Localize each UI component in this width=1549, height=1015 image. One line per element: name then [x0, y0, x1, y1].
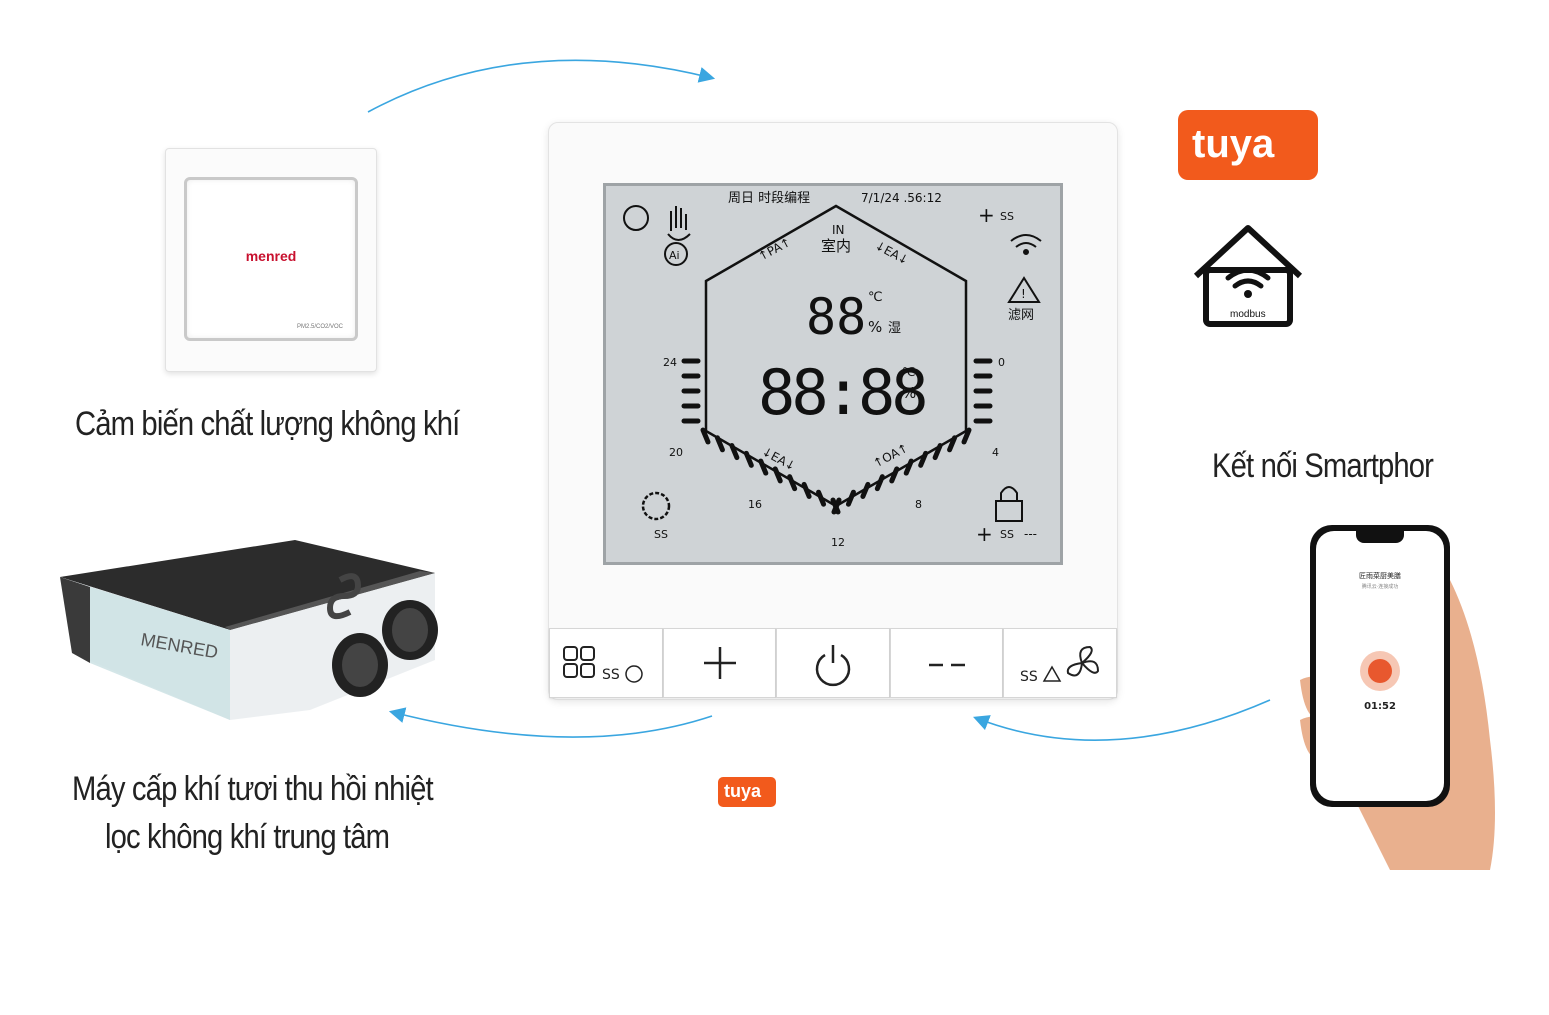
fan-key[interactable]: SS: [1003, 628, 1117, 698]
lcd-plus-bottom: +: [976, 522, 993, 546]
clock-segment: [816, 489, 827, 507]
clock-tick-4: 4: [992, 446, 999, 459]
phone-app-subtitle: 腾讯云·连接成功: [1361, 584, 1399, 590]
clock-segment: [787, 474, 798, 492]
modbus-label: modbus: [1230, 309, 1266, 320]
plus-icon: [703, 647, 736, 679]
phone-screen: 匠雨菜厨美膳 腾讯云·连接成功 01:52: [1316, 531, 1444, 801]
air-quality-sensor: menred PM2.5/CO2/VOC: [165, 148, 377, 372]
lcd-celsius-top: ℃: [868, 290, 883, 305]
clock-segments: [681, 358, 993, 515]
lcd-percent-main: %: [902, 384, 916, 402]
lcd-pa-label: ↑PA↑: [756, 235, 793, 264]
hand-icon: [667, 206, 691, 241]
lcd-main-digits: 88:88: [758, 356, 925, 429]
tuya-small-text: tuya: [724, 781, 762, 801]
clock-segment: [714, 435, 725, 453]
phone-start-button[interactable]: [1360, 651, 1400, 691]
recycle-icon: [623, 205, 649, 231]
minus-key[interactable]: [889, 628, 1004, 698]
clock-segment: [947, 435, 958, 453]
clock-tick-20: 20: [669, 446, 683, 459]
lcd-display: 周日 时段编程 7/1/24 .56:12 IN 室内 ↑PA↑ ↓EA↓ ↓E…: [603, 183, 1063, 565]
clock-segment: [889, 466, 900, 484]
erv-caption-line1: Máy cấp khí tươi thu hồi nhiệt: [72, 770, 434, 808]
lcd-indoor-label: 室内: [821, 237, 851, 255]
clock-segment: [801, 481, 812, 499]
lcd-humidity-char: 湿: [888, 321, 901, 336]
power-icon: [815, 645, 851, 687]
keypad: SS SS: [549, 628, 1117, 698]
phone-app-title: 匠雨菜厨美膳: [1359, 572, 1401, 580]
clock-tick-12: 12: [831, 536, 845, 549]
clock-segment: [932, 443, 943, 461]
lcd-percent-top: %: [868, 318, 882, 336]
plus-key[interactable]: [662, 628, 777, 698]
lcd-filter-label: 滤网: [1008, 308, 1034, 323]
lcd-in-label: IN: [832, 223, 845, 237]
clock-tick-24: 24: [663, 356, 677, 369]
clock-segment: [874, 474, 885, 492]
smartphone-caption: Kết nối Smartphor: [1212, 447, 1434, 485]
tuya-logo-small: tuya: [718, 777, 776, 807]
erv-unit: MENRED: [60, 540, 438, 720]
lcd-plus-top: +: [978, 203, 995, 227]
mode-key-label: SS: [602, 667, 620, 683]
lcd-celsius-main: ℃: [902, 365, 915, 379]
clock-tick-8: 8: [915, 498, 922, 511]
clock-segment: [772, 466, 783, 484]
arrow-sensor-to-controller: [367, 59, 716, 113]
fan-icon: [1067, 645, 1100, 677]
erv-caption-line2: lọc không khí trung tâm: [105, 818, 390, 856]
smartphone: 匠雨菜厨美膳 腾讯云·连接成功 01:52: [1310, 525, 1450, 807]
clock-tick-0: 0: [998, 356, 1005, 369]
phone-timer: 01:52: [1364, 701, 1396, 712]
svg-text:!: !: [1021, 287, 1026, 301]
clock-segment: [729, 443, 740, 461]
lcd-ss-bottom: SS: [1000, 528, 1014, 541]
clock-segment: [758, 458, 769, 476]
clock-segment: [831, 497, 842, 515]
arrow-phone-to-controller: [973, 699, 1271, 741]
sensor-caption: Cảm biến chất lượng không khí: [75, 405, 460, 443]
lcd-schedule: 周日 时段编程: [728, 191, 810, 206]
ventilation-controller: 周日 时段编程 7/1/24 .56:12 IN 室内 ↑PA↑ ↓EA↓ ↓E…: [548, 122, 1118, 700]
ai-icon: [664, 242, 688, 266]
grid-icon: [563, 646, 595, 678]
warning-icon: [1043, 665, 1062, 682]
clock-segment: [961, 427, 972, 445]
lcd-ea-top-label: ↓EA↓: [873, 238, 911, 267]
fan-key-label: SS: [1020, 669, 1038, 685]
clock-segment: [903, 458, 914, 476]
tuya-logo: tuya: [1178, 110, 1318, 180]
filter-warning-icon: [1007, 276, 1041, 303]
lock-icon: [995, 486, 1023, 522]
clock-segment: [860, 481, 871, 499]
clock-segment: [918, 450, 929, 468]
sensor-model: PM2.5/CO2/VOC: [296, 324, 343, 330]
tuya-logo-text: tuya: [1192, 122, 1275, 166]
arrow-controller-to-erv: [388, 707, 713, 738]
lcd-dashes: ---: [1024, 527, 1037, 541]
sensor-brand: menred: [245, 248, 297, 264]
lcd-humidity-digits: 88: [806, 288, 866, 346]
lcd-datetime: 7/1/24 .56:12: [861, 191, 942, 205]
wifi-icon: [1010, 234, 1042, 255]
clock-segment: [845, 489, 856, 507]
clock-tick-16: 16: [748, 498, 762, 511]
power-key[interactable]: [776, 628, 890, 698]
mode-key[interactable]: SS: [549, 628, 663, 698]
clock-segment: [743, 450, 754, 468]
svg-text:Ai: Ai: [669, 249, 680, 262]
lcd-ss-settings: SS: [654, 528, 668, 541]
settings-icon: [641, 491, 671, 521]
clock-segment: [700, 427, 711, 445]
lcd-ss-top: SS: [1000, 210, 1014, 223]
lcd-segments: 周日 时段编程 7/1/24 .56:12 IN 室内 ↑PA↑ ↓EA↓ ↓E…: [623, 191, 1042, 549]
sensor-faceplate: menred PM2.5/CO2/VOC: [184, 177, 358, 341]
modbus-wifi-home-icon: modbus: [1193, 225, 1303, 327]
